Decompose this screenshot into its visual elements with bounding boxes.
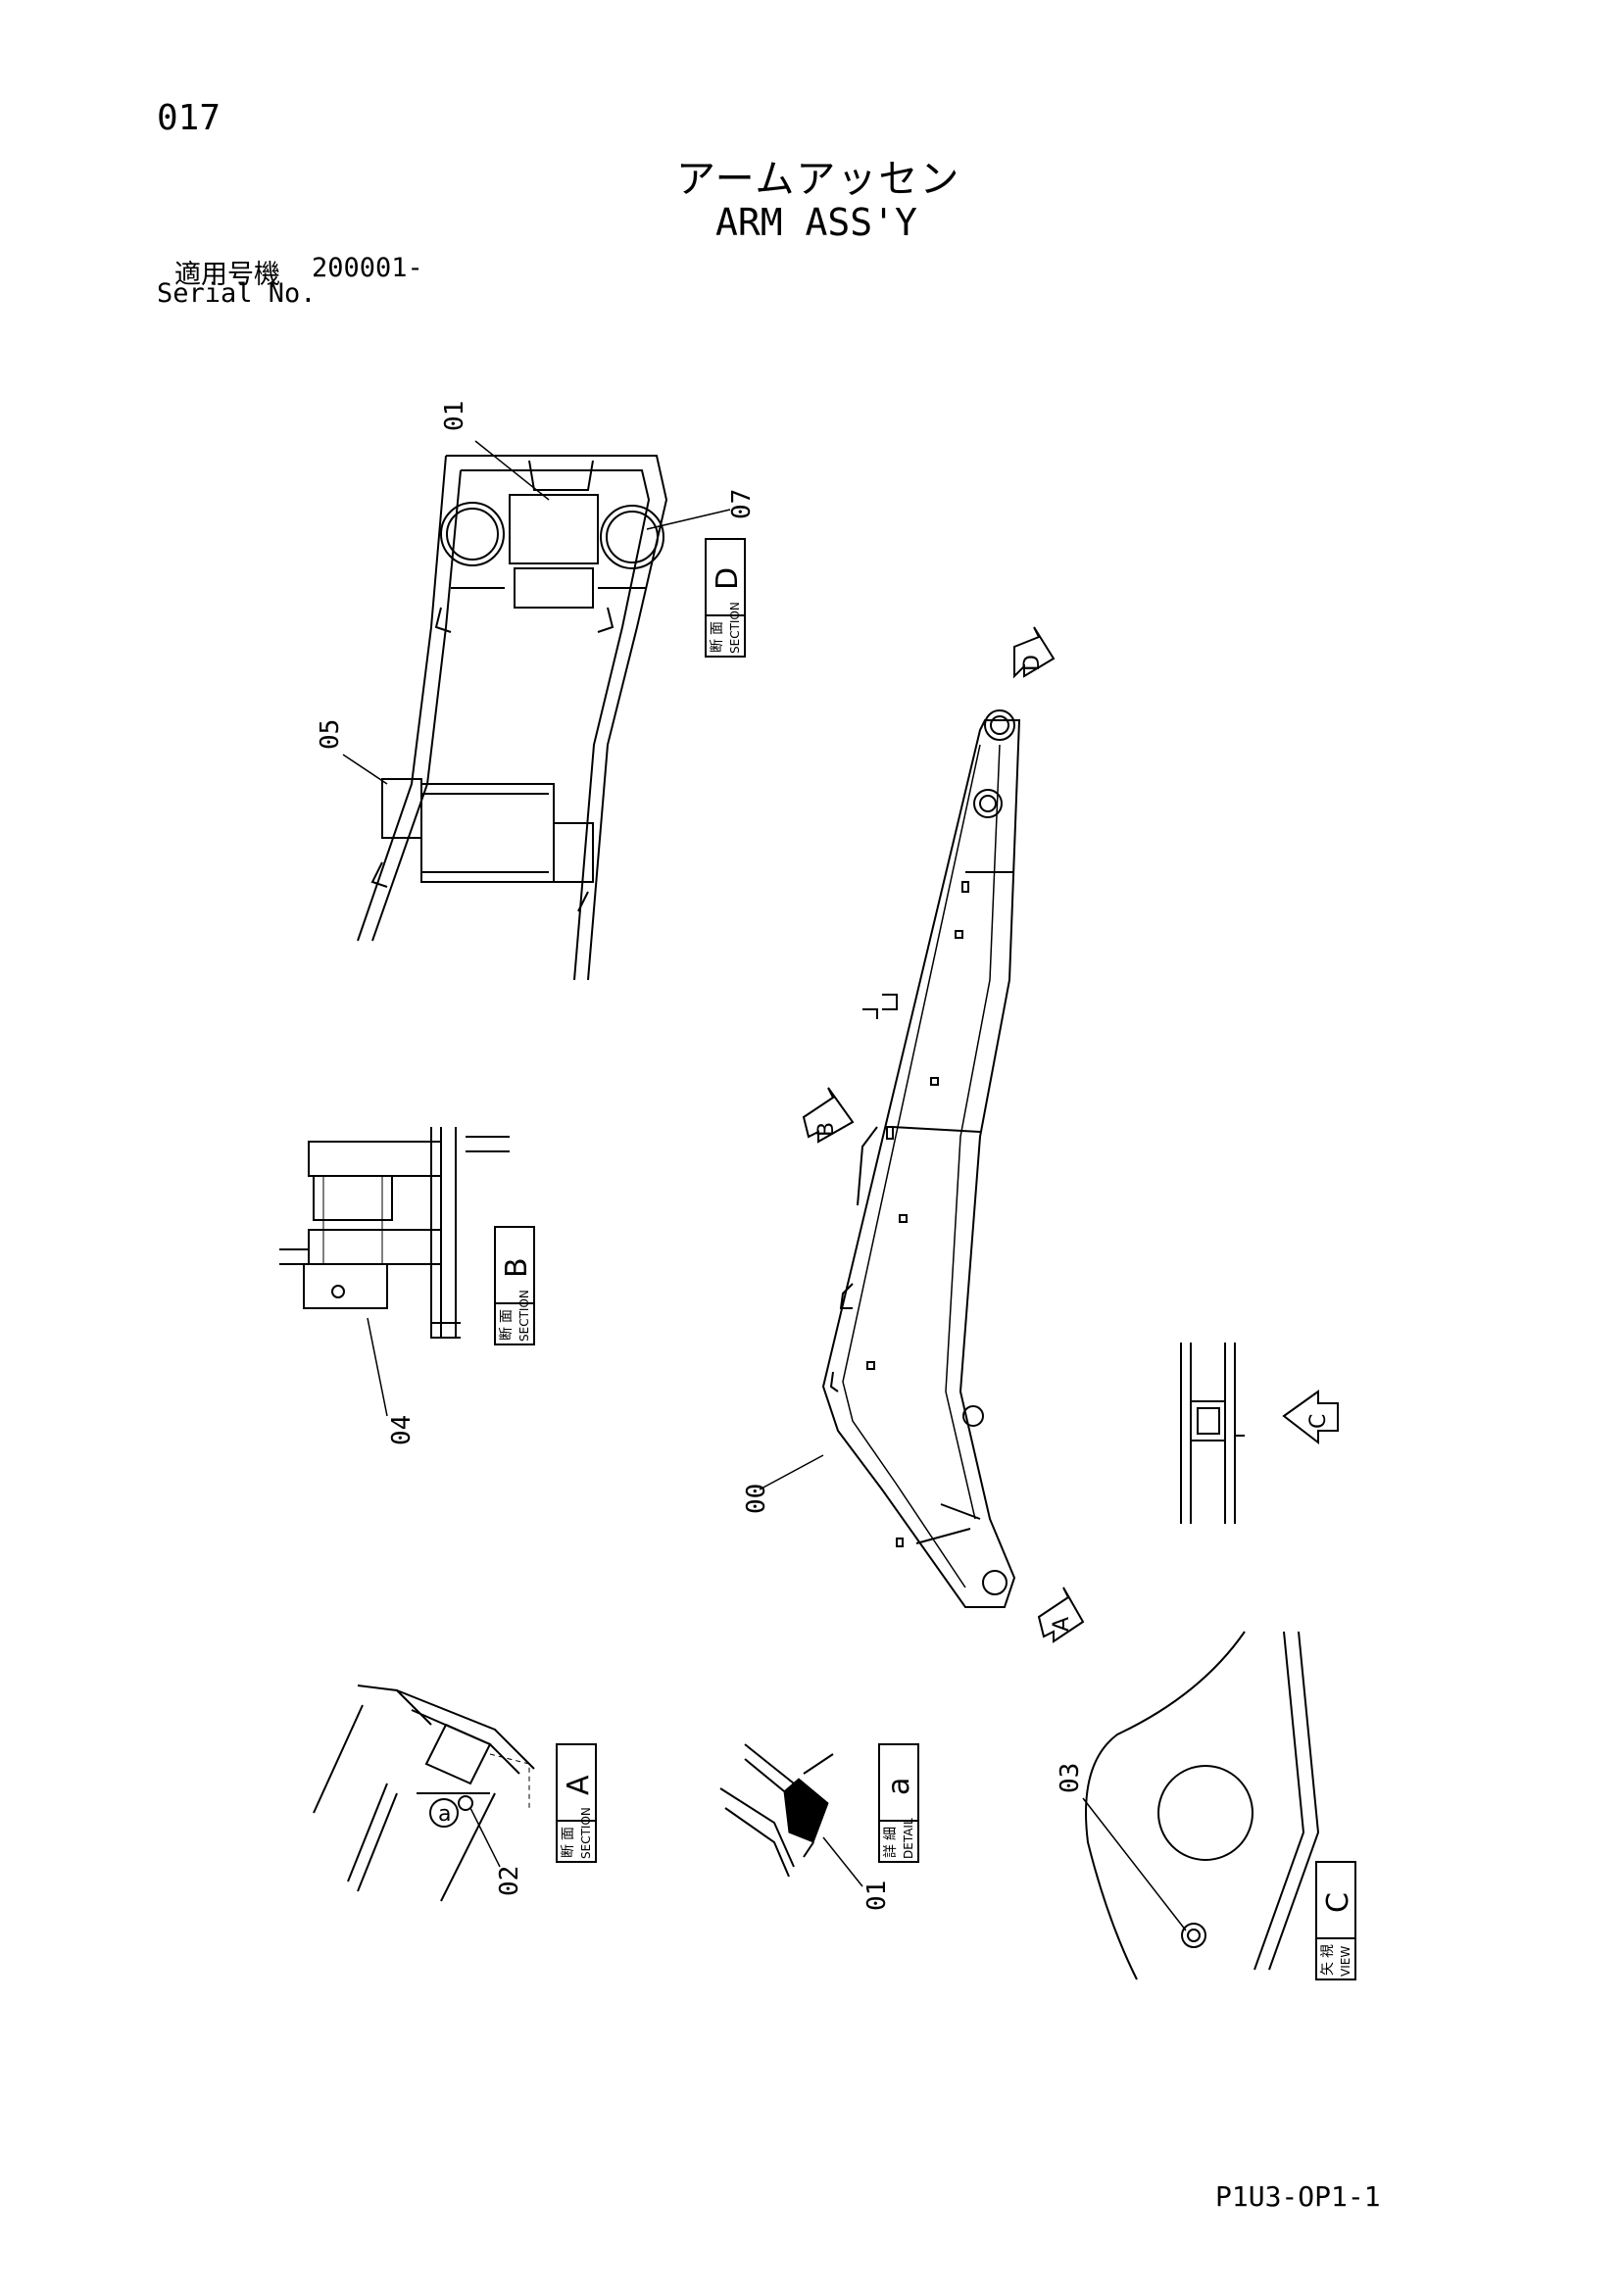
svg-text:a: a (882, 1778, 916, 1795)
svg-text:細: 細 (883, 1827, 899, 1840)
callout-leader-01 (822, 1836, 863, 1887)
svg-text:B: B (814, 1122, 839, 1137)
svg-text:C: C (1306, 1414, 1331, 1429)
view-arrow-d: D (1013, 626, 1056, 679)
svg-text:D: D (1020, 655, 1045, 671)
svg-text:A: A (562, 1775, 596, 1795)
section-a-drawing: a (313, 1685, 535, 1902)
view-c-drawing (1085, 1631, 1320, 1980)
svg-text:DETAIL: DETAIL (902, 1818, 915, 1859)
label-detail-a: 詳 細 DETAIL a (878, 1743, 919, 1863)
callout-leaders-d (342, 440, 731, 785)
svg-text:面: 面 (710, 621, 725, 635)
view-arrow-b: B (802, 1087, 855, 1144)
callout-leader-02 (469, 1807, 501, 1868)
serial-label-jp: 適用号機 (174, 260, 280, 290)
title-en: ARM ASS'Y (715, 201, 917, 244)
svg-text:断: 断 (561, 1844, 576, 1858)
page-number: 017 (157, 98, 221, 138)
svg-text:断: 断 (499, 1327, 515, 1341)
callout-05: 05 (316, 719, 345, 750)
svg-text:B: B (500, 1257, 534, 1278)
view-arrow-c: C (1282, 1390, 1339, 1445)
svg-text:詳: 詳 (883, 1844, 899, 1858)
svg-text:SECTION: SECTION (728, 602, 742, 654)
detail-a-drawing (719, 1743, 834, 1878)
svg-text:a: a (438, 1802, 451, 1827)
serial-value: 200001- (312, 253, 423, 283)
svg-text:SECTION: SECTION (517, 1290, 531, 1342)
svg-text:断: 断 (710, 639, 725, 653)
label-view-c: 矢 視 VIEW C (1315, 1861, 1356, 1980)
callout-leader-03 (1082, 1797, 1187, 1931)
svg-text:面: 面 (499, 1309, 515, 1323)
label-section-d: 断 面 SECTION D (705, 538, 746, 658)
section-d-drawing (357, 455, 668, 981)
callout-04: 04 (387, 1415, 417, 1445)
callout-00: 00 (742, 1484, 771, 1514)
svg-text:視: 視 (1320, 1944, 1336, 1958)
svg-text:SECTION: SECTION (579, 1807, 593, 1859)
callout-06: 01 (440, 401, 469, 431)
view-arrow-a: A (1037, 1587, 1085, 1643)
svg-text:D: D (711, 567, 745, 590)
callout-03: 03 (1056, 1763, 1085, 1793)
svg-text:矢: 矢 (1320, 1962, 1336, 1976)
drawing-code: P1U3-OP1-1 (1215, 2180, 1381, 2213)
label-section-a: 断 面 SECTION A (556, 1743, 597, 1863)
callout-07: 07 (727, 489, 757, 519)
label-section-b: 断 面 SECTION B (494, 1226, 535, 1345)
svg-text:VIEW: VIEW (1339, 1946, 1352, 1977)
callout-leader-04 (367, 1317, 388, 1417)
svg-text:A: A (1050, 1617, 1074, 1632)
section-b-drawing (279, 1127, 510, 1339)
svg-text:面: 面 (561, 1827, 576, 1840)
callout-leader-00 (759, 1454, 824, 1490)
serial-label-en: Serial No. (157, 278, 317, 309)
view-c-side-drawing (1180, 1343, 1245, 1524)
svg-text:C: C (1321, 1892, 1355, 1913)
arm-main-drawing (821, 709, 1021, 1608)
callout-02: 02 (495, 1866, 524, 1896)
callout-01: 01 (862, 1881, 892, 1911)
title-jp: アームアッセン (676, 157, 961, 202)
